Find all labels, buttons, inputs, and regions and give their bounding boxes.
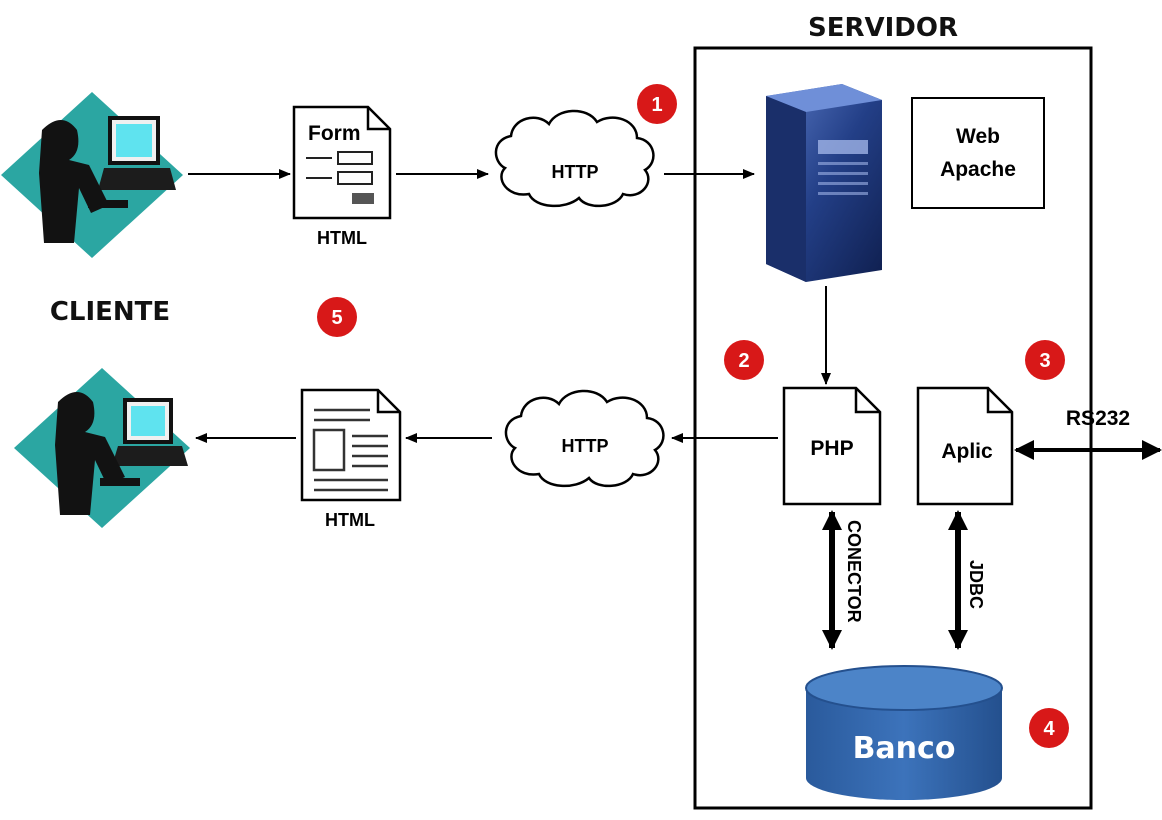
step-number: 4 <box>1043 718 1055 740</box>
step-number: 3 <box>1039 350 1050 372</box>
web-label: Web <box>956 125 1000 148</box>
web-apache-box <box>911 97 1045 209</box>
server-tower-icon <box>766 84 882 282</box>
form-document-icon: Form <box>292 105 392 220</box>
response-http-label: HTTP <box>562 436 609 456</box>
server-boundary <box>693 46 1093 810</box>
http-cloud-icon: HTTP <box>504 389 665 487</box>
response-html-label: HTML <box>325 510 375 530</box>
html-document-icon <box>300 388 402 502</box>
step-number: 5 <box>331 307 342 329</box>
aplic-document-icon <box>916 386 1014 506</box>
http-cloud-icon: HTTP <box>494 109 655 207</box>
step-number: 1 <box>651 94 662 116</box>
database-icon <box>805 665 1003 800</box>
step-badge: 1 <box>637 84 677 124</box>
client-label: CLIENTE <box>50 297 170 327</box>
server-label: SERVIDOR <box>808 13 958 43</box>
step-badge: 3 <box>1025 340 1065 380</box>
step-badge: 4 <box>1029 708 1069 748</box>
step-number: 2 <box>738 350 749 372</box>
rs232-label: RS232 <box>1066 407 1130 430</box>
client-computer-icon <box>1 92 183 258</box>
aplic-label: Aplic <box>941 440 993 463</box>
step-badge: 5 <box>317 297 357 337</box>
php-document-icon <box>782 386 882 506</box>
request-html-label: HTML <box>317 228 367 248</box>
request-http-label: HTTP <box>552 162 599 182</box>
apache-label: Apache <box>940 158 1016 181</box>
php-label: PHP <box>810 437 853 460</box>
connector-label: CONECTOR <box>844 520 864 623</box>
step-badge: 2 <box>724 340 764 380</box>
database-label: Banco <box>853 731 956 766</box>
jdbc-label: JDBC <box>966 560 986 609</box>
form-label: Form <box>308 122 361 145</box>
client-computer-icon <box>14 368 190 528</box>
